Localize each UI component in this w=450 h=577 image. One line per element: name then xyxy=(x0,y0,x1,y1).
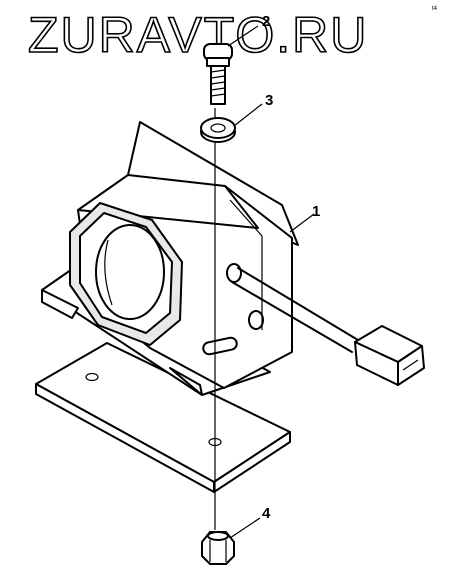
connector-plug-icon xyxy=(354,325,425,386)
callout-4: 4 xyxy=(262,505,271,522)
backup-alarm-body xyxy=(41,121,299,396)
callout-1: 1 xyxy=(312,203,320,220)
watermark-text: ZURAVTO.RU xyxy=(28,7,368,63)
callout-3: 3 xyxy=(265,92,273,109)
leader-line-2 xyxy=(227,25,259,47)
leader-line-3 xyxy=(233,103,263,127)
leader-line-4 xyxy=(229,517,261,539)
mounting-plate xyxy=(35,342,291,493)
cable-assembly xyxy=(226,263,425,386)
leader-line-1 xyxy=(289,213,315,233)
washer-icon xyxy=(200,117,236,143)
callout-2: 2 xyxy=(262,13,270,30)
nut-icon xyxy=(201,531,235,565)
bolt-icon xyxy=(203,43,233,105)
corner-mark: t4 xyxy=(432,6,438,12)
